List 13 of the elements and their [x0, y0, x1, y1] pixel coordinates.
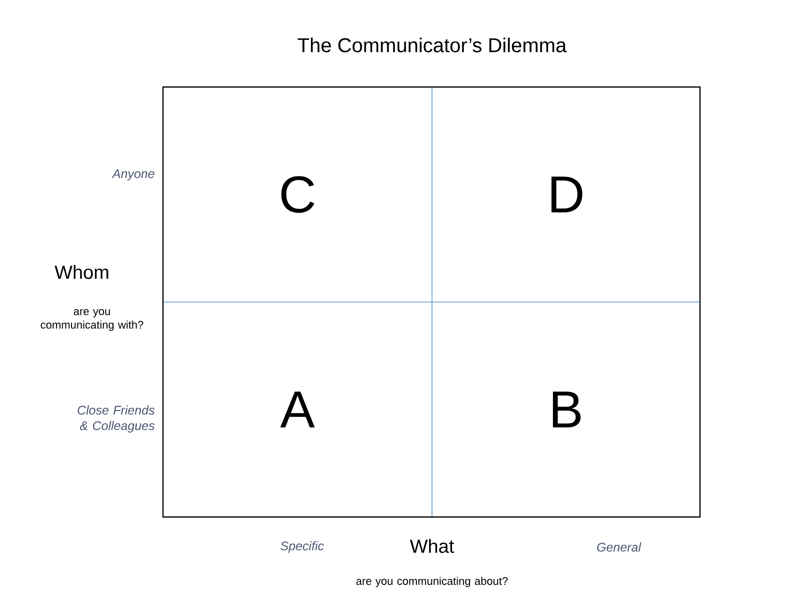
axis-title: Whom: [54, 265, 108, 279]
axis-value-label: General: [597, 542, 642, 552]
axis-title: What: [410, 539, 454, 553]
title: The Communicator’s Dilemma: [298, 38, 567, 52]
quadrant-letter: D: [552, 176, 582, 212]
axis-value-label: Specific: [280, 541, 324, 553]
axis-question: are you communicating about?: [356, 576, 508, 588]
axis-value-label: Anyone: [112, 169, 154, 181]
axis-value-label: Close Friends & Colleagues: [78, 405, 155, 433]
quadrant-letter: A: [280, 392, 315, 428]
quadrant-letter: C: [281, 176, 314, 213]
axis-question: are you communicating with?: [40, 309, 144, 331]
quadrant-letter: B: [552, 392, 581, 428]
